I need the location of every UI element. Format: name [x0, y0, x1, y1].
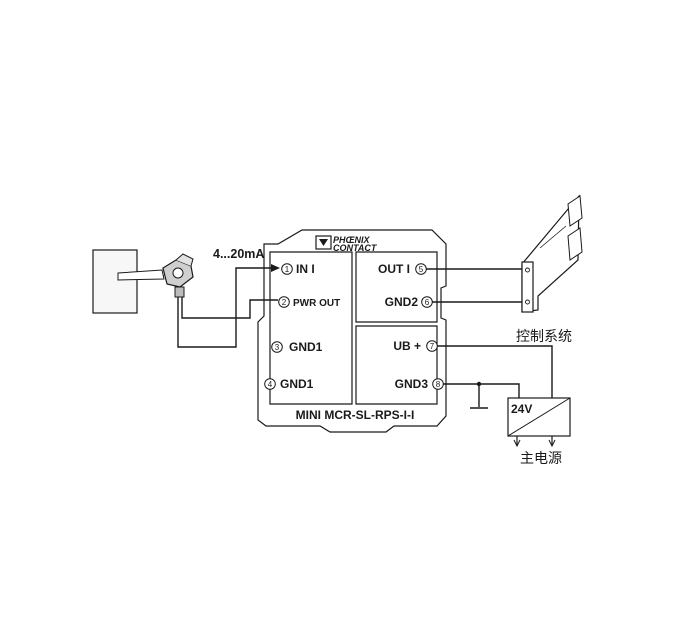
terminal-5-number: 5 — [419, 265, 424, 274]
terminal-8: GND3 8 — [395, 377, 444, 391]
terminal-7-label: UB + — [393, 339, 421, 353]
sensor-wires — [177, 264, 280, 348]
terminal-5: OUT I 5 — [378, 262, 427, 276]
terminal-4: 4 GND1 — [264, 377, 314, 391]
terminal-1-number: 1 — [285, 265, 290, 274]
terminal-2-number: 2 — [282, 298, 287, 307]
power-supply-icon — [507, 397, 571, 448]
terminal-3-label: GND1 — [289, 340, 323, 354]
output-wires — [426, 268, 553, 407]
terminal-2: 2 PWR OUT — [278, 296, 340, 309]
terminal-3: 3 GND1 — [271, 340, 323, 354]
terminal-6: GND2 6 — [385, 295, 433, 309]
signal-label: 4...20mA — [213, 247, 264, 261]
terminal-8-number: 8 — [436, 380, 441, 389]
terminal-7-number: 7 — [430, 342, 435, 351]
terminal-2-label: PWR OUT — [293, 298, 340, 309]
module-housing — [257, 229, 447, 433]
logo-line-1: PHŒNIX — [333, 235, 371, 245]
terminal-8-label: GND3 — [395, 377, 429, 391]
terminal-5-label: OUT I — [378, 262, 410, 276]
terminal-4-label: GND1 — [280, 377, 314, 391]
power-supply-voltage: 24V — [511, 402, 532, 416]
module-name: MINI MCR-SL-RPS-I-I — [296, 408, 415, 422]
power-supply-label: 主电源 — [520, 451, 562, 467]
control-system-label: 控制系统 — [516, 329, 572, 345]
terminal-1: 1 IN I — [281, 262, 315, 276]
control-system-card-icon — [521, 194, 583, 313]
logo-line-2: CONTACT — [333, 243, 378, 253]
terminal-1-label: IN I — [296, 262, 315, 276]
terminal-6-number: 6 — [425, 298, 430, 307]
terminal-6-label: GND2 — [385, 295, 419, 309]
terminal-3-number: 3 — [275, 343, 280, 352]
terminal-7: UB + 7 — [393, 339, 438, 353]
process-vessel — [92, 249, 164, 314]
terminal-4-number: 4 — [268, 380, 273, 389]
temperature-sensor-icon — [117, 253, 194, 298]
phoenix-contact-logo: PHŒNIX CONTACT — [315, 235, 378, 253]
